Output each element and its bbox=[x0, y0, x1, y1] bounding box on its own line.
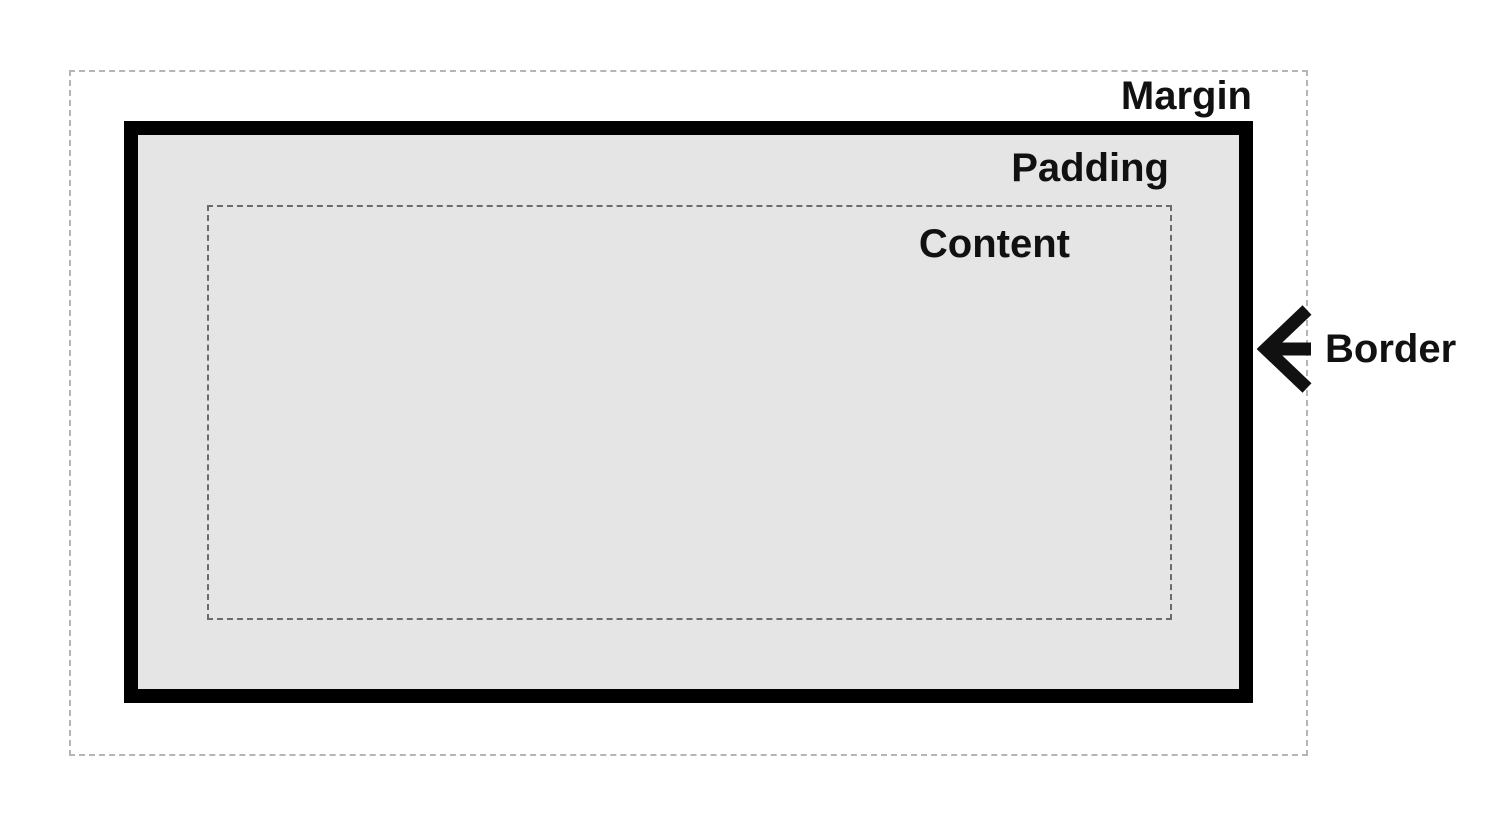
margin-label: Margin bbox=[1120, 74, 1252, 118]
content-label: Content bbox=[918, 222, 1070, 266]
content-box: Content bbox=[207, 205, 1172, 620]
border-box: Padding Content bbox=[124, 121, 1253, 703]
margin-box: Margin Padding Content bbox=[69, 70, 1308, 756]
left-arrow-icon bbox=[1257, 305, 1312, 393]
border-label: Border bbox=[1325, 327, 1457, 371]
padding-label: Padding bbox=[1011, 146, 1169, 190]
border-annotation: Border bbox=[1257, 303, 1456, 395]
